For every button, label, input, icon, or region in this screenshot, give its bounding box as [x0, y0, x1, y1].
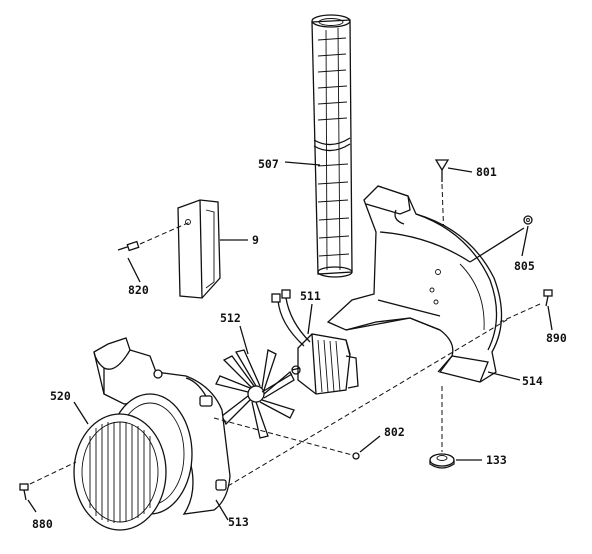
part-511-motor: [291, 333, 359, 395]
label-805: 805: [514, 259, 535, 273]
leader-513: [215, 499, 229, 521]
label-511: 511: [300, 289, 321, 303]
leader-512: [239, 325, 249, 355]
leader-507: [284, 161, 321, 166]
label-133: 133: [486, 453, 507, 467]
leader-880: [27, 499, 37, 513]
label-512: 512: [220, 311, 241, 325]
leader-805: [521, 225, 529, 257]
label-801: 801: [476, 165, 497, 179]
label-820: 820: [128, 283, 149, 297]
part-820-screw: [117, 221, 191, 252]
leader-514: [487, 371, 521, 381]
leader-890: [547, 305, 553, 331]
label-514: 514: [522, 374, 543, 388]
leader-511: [307, 303, 313, 335]
label-513: 513: [228, 515, 249, 529]
label-880: 880: [32, 517, 53, 531]
part-133-washer: [429, 386, 455, 469]
part-9-bracket: [177, 199, 221, 299]
part-514-housing-bracket: [326, 185, 503, 383]
label-507: 507: [258, 157, 279, 171]
leader-820: [127, 257, 141, 283]
part-802-screw: [352, 452, 360, 460]
part-507-blower-wheel: [311, 14, 353, 278]
leader-520: [73, 401, 89, 425]
part-520-grille: [73, 413, 167, 531]
part-512-fan-blade: [215, 349, 295, 439]
motor-wire-leads: [271, 289, 311, 347]
leader-805-b: [469, 227, 525, 263]
part-890-screw: [499, 289, 553, 323]
label-520: 520: [50, 389, 71, 403]
label-9: 9: [252, 233, 259, 247]
label-802: 802: [384, 425, 405, 439]
part-880-screw: [19, 461, 77, 501]
part-801-screw: [434, 159, 450, 241]
part-805-nut: [523, 215, 533, 225]
leader-802: [359, 435, 381, 453]
label-890: 890: [546, 331, 567, 345]
leader-801: [447, 167, 473, 173]
